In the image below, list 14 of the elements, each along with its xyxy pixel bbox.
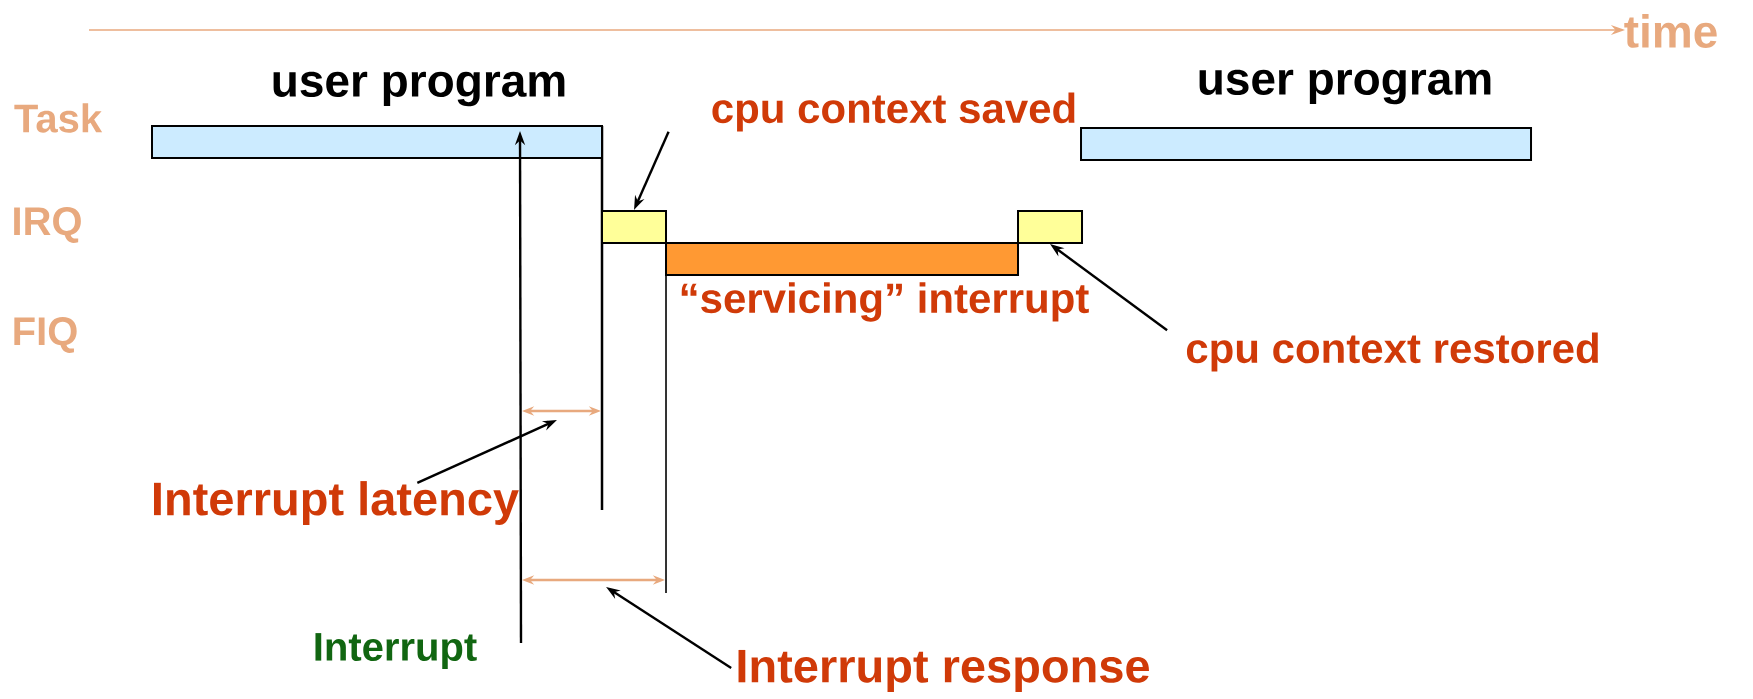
bar-heading: “servicing” interrupt: [681, 282, 1089, 322]
lane-label: IRQ: [14, 207, 81, 243]
lane-label: FIQ: [14, 317, 77, 353]
callout-text: Interrupt latency: [154, 481, 519, 525]
lane-label: Task: [14, 103, 103, 133]
axis-label: time: [1624, 14, 1717, 48]
callout-text: cpu context restored: [1186, 332, 1598, 372]
bar-heading: user program: [1199, 69, 1491, 105]
signal-label: Interrupt: [315, 633, 477, 669]
interrupt-bar: [601, 210, 667, 244]
bar-heading: user program: [273, 71, 565, 107]
callout-text: cpu context saved: [712, 92, 1075, 132]
interrupt-bar: [1017, 210, 1083, 244]
callout-text: Interrupt response: [738, 649, 1149, 693]
